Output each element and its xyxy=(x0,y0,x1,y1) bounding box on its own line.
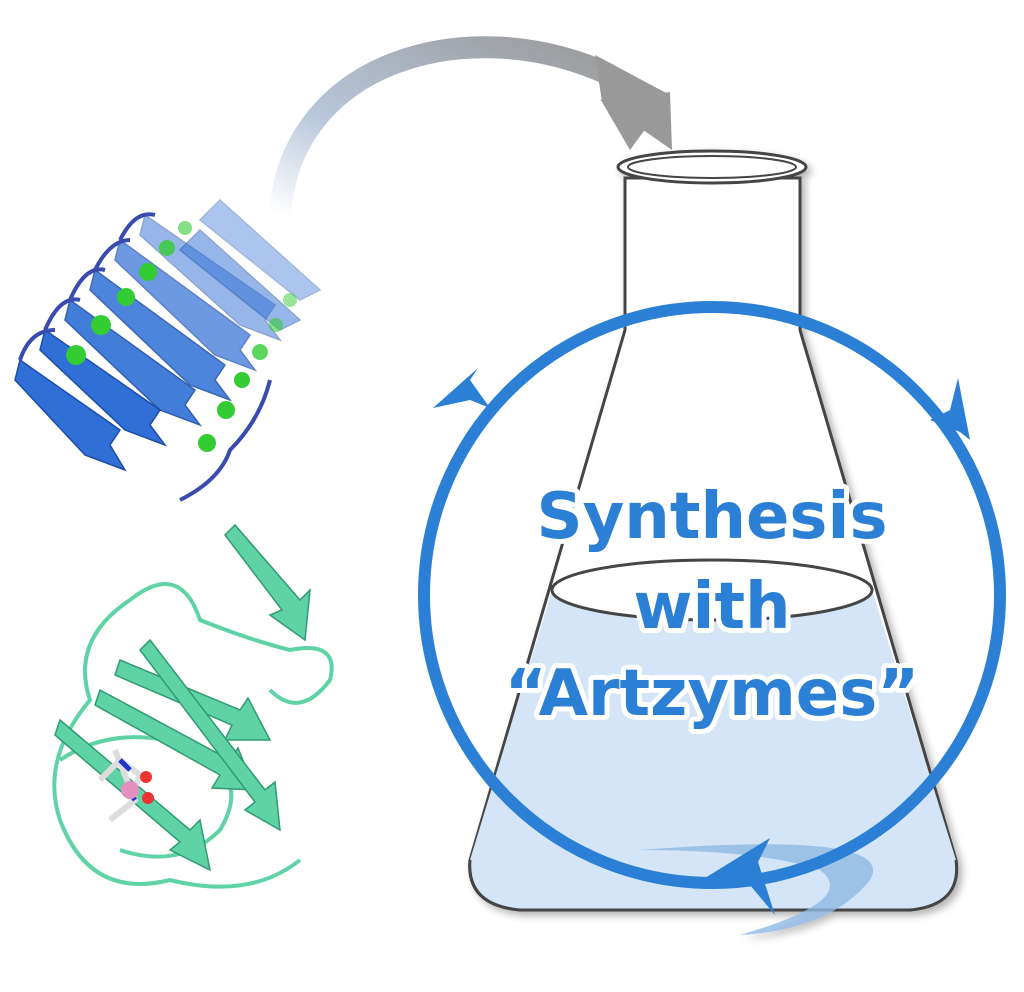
liquid xyxy=(469,590,957,910)
label-artzymes: “Artzymes” xyxy=(505,657,920,731)
metal-ion xyxy=(121,781,139,799)
arrowhead-up-icon xyxy=(433,368,490,408)
transfer-arrow xyxy=(269,36,672,216)
label-synthesis: Synthesis xyxy=(536,480,887,554)
beta-helix-protein xyxy=(14,198,322,502)
streptavidin-metalloprotein xyxy=(52,523,334,889)
arrowhead-down-icon xyxy=(930,378,970,440)
erlenmeyer-flask xyxy=(468,149,959,935)
label-with: with xyxy=(633,570,790,644)
arrowhead-left-icon xyxy=(705,838,775,915)
cycle-arrow xyxy=(418,301,1006,915)
cycle-label: Synthesis with “Artzymes” xyxy=(500,475,925,736)
